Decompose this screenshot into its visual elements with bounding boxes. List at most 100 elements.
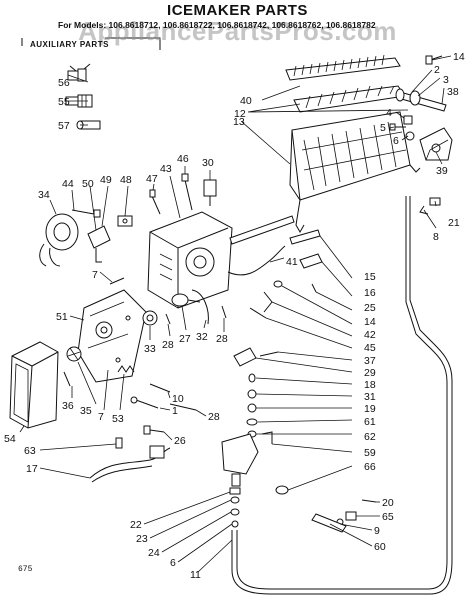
part-32-lever (191, 289, 209, 325)
callout-65: 65 (382, 511, 394, 523)
part-66-ring (275, 485, 289, 495)
mold-drive-shaft (229, 215, 295, 245)
callout-2: 2 (434, 64, 440, 76)
callout-35: 35 (80, 405, 92, 417)
callout-53: 53 (112, 413, 124, 425)
part-53-spring (117, 365, 135, 373)
callout-41: 41 (286, 256, 298, 268)
callout-6: 6 (393, 135, 399, 147)
part-45-screw (249, 307, 267, 319)
part-31-washer (247, 389, 257, 399)
part-7-screw-upper (109, 277, 125, 285)
watermark: AppliancePartsPros.com (78, 16, 397, 46)
part-22-fitting (229, 487, 241, 495)
part-47-screw (149, 189, 161, 215)
part-1-arm (130, 396, 159, 409)
callout-3: 3 (443, 74, 449, 86)
callout-54: 54 (4, 433, 16, 445)
part-14-screw-top (425, 55, 443, 65)
callout-57: 57 (58, 120, 70, 132)
part-27-cam (171, 293, 201, 307)
callout-1: 1 (172, 405, 178, 417)
part-42-lever (263, 291, 273, 313)
part-30-thermostat (203, 179, 217, 206)
callout-5: 5 (380, 122, 386, 134)
part-51-mounting-plate (77, 289, 147, 383)
part-40-ejector-blade (285, 54, 401, 81)
part-28-spring-a (165, 313, 171, 325)
part-48-switch (117, 215, 133, 227)
callout-26: 26 (174, 435, 186, 447)
callout-33: 33 (144, 343, 156, 355)
part-13-ice-mold (289, 111, 421, 234)
callout-14-b: 14 (364, 316, 376, 328)
footer-code: 675 (18, 565, 33, 574)
part-11-water-supply-tube-inner (236, 196, 448, 590)
part-49-bracket (87, 225, 111, 263)
callout-61: 61 (364, 416, 376, 428)
callout-66: 66 (364, 461, 376, 473)
callout-59: 59 (364, 447, 376, 459)
callout-7: 7 (92, 269, 98, 281)
callout-37: 37 (364, 355, 376, 367)
callout-13: 13 (233, 116, 245, 128)
part-4-clip (403, 115, 413, 125)
callout-51: 51 (56, 311, 68, 323)
callout-34: 34 (38, 189, 50, 201)
callout-24: 24 (148, 547, 160, 559)
leader-lines (19, 55, 452, 573)
callout-9: 9 (374, 525, 380, 537)
callout-7-b: 7 (98, 411, 104, 423)
callout-38: 38 (447, 86, 459, 98)
part-34-motor (39, 213, 79, 267)
part-24-nut (230, 508, 240, 516)
callout-25: 25 (364, 302, 376, 314)
callout-16: 16 (364, 287, 376, 299)
callout-21: 21 (448, 217, 460, 229)
part-11-water-supply-tube (231, 196, 453, 595)
model-numbers: For Models: 106.8618712, 106.8618722, 10… (58, 20, 376, 30)
callout-47: 47 (146, 173, 158, 185)
callout-32: 32 (196, 331, 208, 343)
callout-22: 22 (130, 519, 142, 531)
callout-29: 29 (364, 367, 376, 379)
part-6-washer-lower (231, 520, 239, 528)
part-63-connector (115, 437, 123, 449)
callout-28-c: 28 (208, 411, 220, 423)
part-38-shaft (395, 88, 447, 112)
callout-39: 39 (436, 165, 448, 177)
callout-31: 31 (364, 391, 376, 403)
callout-23: 23 (136, 533, 148, 545)
part-20-screw (361, 499, 377, 503)
part-39-bracket (419, 127, 453, 161)
part-44-screw (71, 209, 101, 218)
part-6-washer-top (405, 131, 415, 141)
callout-20: 20 (382, 497, 394, 509)
part-29-cam (233, 347, 257, 367)
callout-27: 27 (179, 333, 191, 345)
callout-56: 56 (58, 77, 70, 89)
callout-30: 30 (202, 157, 214, 169)
callout-60: 60 (374, 541, 386, 553)
callout-45: 45 (364, 342, 376, 354)
diagram-title: ICEMAKER PARTS (167, 2, 308, 19)
part-61-ring (246, 418, 258, 426)
part-2-bearing (409, 90, 421, 106)
part-37-switch-arm (259, 351, 279, 357)
part-28-spring-c (169, 403, 197, 411)
part-43-housing (147, 211, 233, 309)
callout-4: 4 (386, 107, 392, 119)
part-59-water-valve (221, 431, 273, 487)
auxiliary-parts-border (21, 37, 161, 50)
callout-12: 12 (234, 108, 246, 120)
callout-14: 14 (453, 51, 465, 63)
callout-62: 62 (364, 431, 376, 443)
part-10-lever (149, 383, 171, 393)
part-14-screw-mid (273, 280, 283, 288)
part-15-shaft-bracket (289, 229, 323, 269)
part-56-fitting (67, 63, 91, 82)
callout-48: 48 (120, 174, 132, 186)
part-8-clip (419, 205, 429, 215)
